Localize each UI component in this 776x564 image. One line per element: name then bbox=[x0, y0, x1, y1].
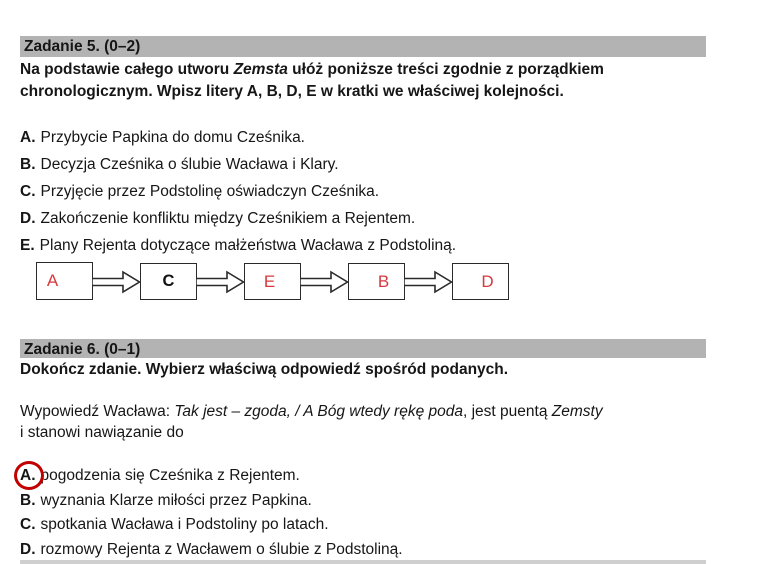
item-text: Decyzja Cześnika o ślubie Wacława i Klar… bbox=[40, 156, 339, 173]
sequence-letter-2: C bbox=[162, 272, 175, 291]
task5-intro-part1: Na podstawie całego utworu bbox=[20, 61, 234, 78]
task5-intro: Na podstawie całego utworu Zemsta ułóż p… bbox=[20, 59, 680, 103]
task5-intro-title-italic: Zemsta bbox=[233, 61, 288, 78]
list-item-c: C.Przyjęcie przez Podstolinę oświadczyn … bbox=[20, 178, 456, 205]
option-d: D.rozmowy Rejenta z Wacławem o ślubie z … bbox=[20, 538, 403, 563]
sequence-letter-3: E bbox=[263, 272, 276, 291]
sequence-box-3: E bbox=[244, 263, 301, 300]
sequence-letter-4: B bbox=[377, 272, 390, 291]
sentence-part1: Wypowiedź Wacława: bbox=[20, 403, 175, 420]
task5-item-list: A.Przybycie Papkina do domu Cześnika. B.… bbox=[20, 124, 456, 259]
task6-option-list: A.pogodzenia się Cześnika z Rejentem. B.… bbox=[14, 461, 403, 563]
arrow-right-icon bbox=[404, 270, 453, 293]
option-text: wyznania Klarze miłości przez Papkina. bbox=[40, 491, 312, 509]
sentence-title-italic: Zemsty bbox=[551, 403, 603, 420]
answer-sequence-diagram: A C E B D bbox=[36, 261, 509, 300]
sequence-box-1: A bbox=[36, 261, 93, 300]
sequence-box-4: B bbox=[348, 263, 405, 300]
next-section-header-partial bbox=[20, 560, 706, 564]
item-letter: A. bbox=[20, 129, 36, 146]
sequence-letter-1: A bbox=[46, 271, 59, 290]
arrow-right-icon bbox=[300, 270, 349, 293]
answer-circle-annotation bbox=[14, 461, 44, 490]
item-text: Przybycie Papkina do domu Cześnika. bbox=[40, 129, 306, 146]
item-letter: B. bbox=[20, 156, 36, 173]
arrow-right-icon bbox=[196, 270, 245, 293]
item-letter: E. bbox=[20, 237, 35, 254]
item-text: Zakończenie konfliktu między Cześnikiem … bbox=[40, 210, 416, 227]
sequence-letter-5: D bbox=[481, 272, 494, 291]
list-item-b: B.Decyzja Cześnika o ślubie Wacława i Kl… bbox=[20, 151, 456, 178]
option-c: C.spotkania Wacława i Podstoliny po lata… bbox=[20, 513, 403, 538]
sentence-part2: , jest puentą bbox=[463, 403, 552, 420]
list-item-a: A.Przybycie Papkina do domu Cześnika. bbox=[20, 124, 456, 151]
sequence-box-2: C bbox=[140, 263, 197, 300]
task6-header: Zadanie 6. (0–1) bbox=[20, 339, 706, 358]
list-item-d: D.Zakończenie konfliktu między Cześnikie… bbox=[20, 205, 456, 232]
option-text: pogodzenia się Cześnika z Rejentem. bbox=[40, 467, 300, 484]
option-text: spotkania Wacława i Podstoliny po latach… bbox=[40, 516, 329, 533]
option-letter: D. bbox=[20, 540, 36, 558]
task6-sentence: Wypowiedź Wacława: Tak jest – zgoda, / A… bbox=[20, 401, 603, 443]
item-text: Plany Rejenta dotyczące małżeństwa Wacła… bbox=[39, 237, 457, 254]
task6-sentence-line2: i stanowi nawiązanie do bbox=[20, 424, 184, 441]
option-b: B.wyznania Klarze miłości przez Papkina. bbox=[20, 489, 403, 514]
item-text: Przyjęcie przez Podstolinę oświadczyn Cz… bbox=[40, 183, 380, 200]
item-letter: C. bbox=[20, 183, 36, 200]
task6-header-label: Zadanie 6. (0–1) bbox=[24, 341, 141, 358]
task6-instruction: Dokończ zdanie. Wybierz właściwą odpowie… bbox=[20, 361, 509, 378]
sentence-quote-italic: Tak jest – zgoda, / A Bóg wtedy rękę pod… bbox=[174, 403, 463, 420]
task6-sentence-line1: Wypowiedź Wacława: Tak jest – zgoda, / A… bbox=[20, 401, 603, 422]
sequence-box-5: D bbox=[452, 263, 509, 300]
task5-header-label: Zadanie 5. (0–2) bbox=[24, 38, 141, 55]
list-item-e: E.Plany Rejenta dotyczące małżeństwa Wac… bbox=[20, 232, 456, 259]
task5-intro-part2: ułóż poniższe treści zgodnie z porządkie… bbox=[20, 61, 604, 100]
task5-header: Zadanie 5. (0–2) bbox=[20, 36, 706, 57]
item-letter: D. bbox=[20, 210, 36, 227]
option-letter: B. bbox=[20, 491, 36, 509]
arrow-right-icon bbox=[92, 270, 141, 293]
option-a: A.pogodzenia się Cześnika z Rejentem. bbox=[14, 461, 403, 490]
option-letter: C. bbox=[20, 516, 36, 533]
option-text: rozmowy Rejenta z Wacławem o ślubie z Po… bbox=[40, 540, 403, 558]
